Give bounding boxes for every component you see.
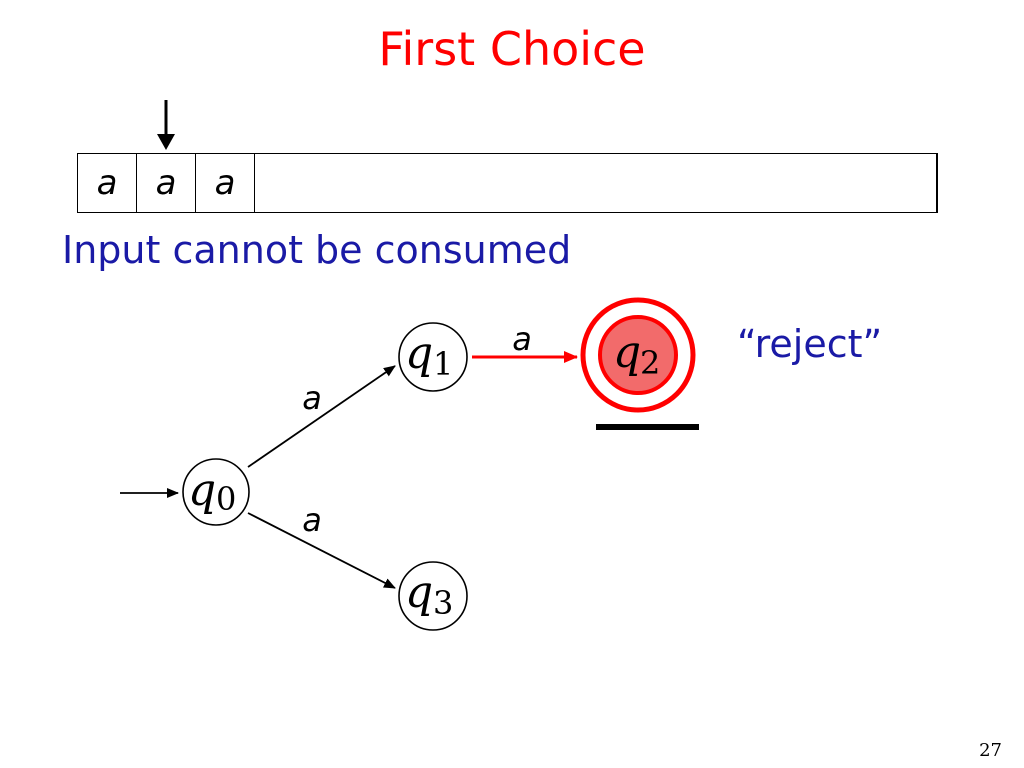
state-q1-symbol: q [405,328,433,379]
slide-title: First Choice [378,22,646,76]
tape-empty-area [255,154,937,212]
state-q0: q 0 [182,458,250,526]
status-text: Input cannot be consumed [62,228,572,272]
transition-label-q1-q2: a [512,320,532,358]
transition-q0-q1 [247,365,396,468]
state-q2-subscript: 2 [640,344,660,382]
state-q3: q 3 [398,561,468,631]
result-label: “reject” [737,322,883,366]
transition-label-q0-q3: a [302,501,322,539]
state-q0-symbol: q [188,465,216,516]
page-number: 27 [979,740,1002,761]
state-q0-subscript: 0 [216,480,236,518]
tape-cell-1: a [78,154,137,212]
tape-cell-3: a [196,154,255,212]
state-q2-symbol: q [613,327,641,378]
state-q3-subscript: 3 [433,584,453,622]
state-q1-subscript: 1 [433,345,453,383]
transition-label-q0-q1: a [302,379,322,417]
state-q3-symbol: q [405,567,433,618]
input-tape: a a a [77,153,938,213]
state-q1: q 1 [398,322,468,392]
transition-q0-q3 [247,512,396,589]
state-q2: q 2 [580,297,696,413]
tape-cell-2: a [137,154,196,212]
